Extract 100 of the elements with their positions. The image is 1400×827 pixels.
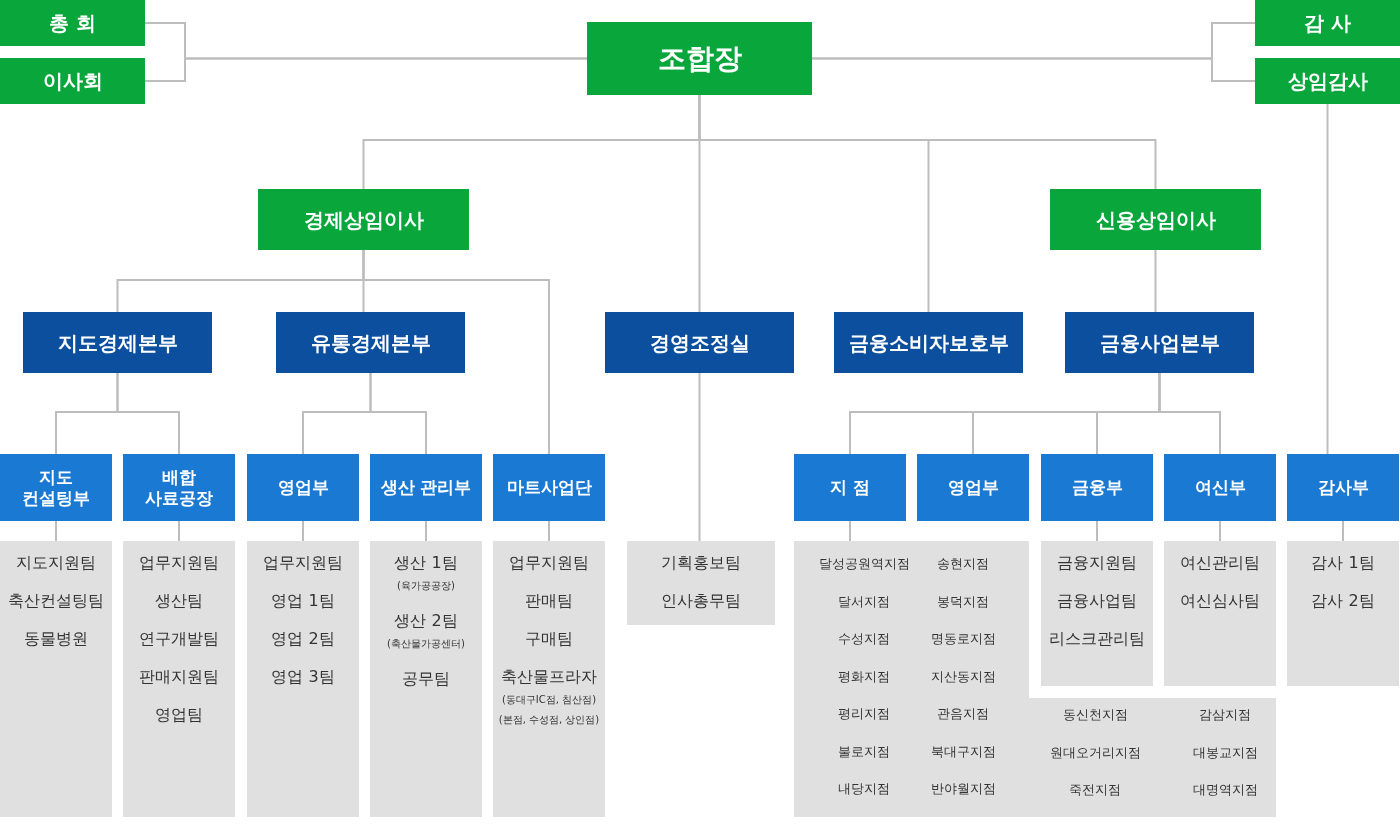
connector-line bbox=[1158, 372, 1221, 455]
connector-line bbox=[369, 372, 427, 455]
connector-line bbox=[1219, 520, 1221, 542]
connector-line bbox=[811, 57, 1256, 82]
branch-name: 평화지점 bbox=[838, 667, 890, 686]
connector-line bbox=[362, 249, 550, 455]
org-box: 생산 관리부 bbox=[370, 454, 482, 521]
org-box: 지도 컨설팅부 bbox=[0, 454, 112, 521]
team-name: 영업 2팀 bbox=[271, 629, 335, 650]
org-box: 금융부 bbox=[1041, 454, 1153, 521]
org-box: 마트사업단 bbox=[493, 454, 605, 521]
connector-line bbox=[144, 57, 588, 82]
team-name: 생산 1팀 bbox=[394, 553, 458, 574]
location-note: (육가공공장) bbox=[397, 579, 455, 593]
branch-name: 달성공원역지점 bbox=[818, 555, 910, 573]
team-panel bbox=[247, 541, 359, 817]
team-panel bbox=[627, 541, 775, 625]
connector-line bbox=[178, 520, 180, 542]
team-panel bbox=[1287, 541, 1399, 686]
connector-line bbox=[849, 520, 851, 542]
team-name: 영업팀 bbox=[155, 705, 203, 726]
org-box: 상임감사 bbox=[1255, 58, 1400, 104]
team-panel bbox=[0, 541, 112, 817]
branch-name: 동신천지점 bbox=[1062, 706, 1128, 724]
team-name: 판매팀 bbox=[525, 591, 573, 612]
connector-line bbox=[425, 520, 427, 542]
connector-line bbox=[698, 372, 701, 542]
org-box: 배합 사료공장 bbox=[123, 454, 235, 521]
branch-name: 북대구지점 bbox=[930, 742, 996, 761]
org-box: 지도경제본부 bbox=[23, 312, 212, 373]
team-name: 업무지원팀 bbox=[509, 553, 589, 574]
connector-line bbox=[1342, 520, 1344, 542]
team-name: 연구개발팀 bbox=[139, 629, 219, 650]
org-box: 감 사 bbox=[1255, 0, 1400, 46]
team-name: 생산 2팀 bbox=[394, 611, 458, 632]
branch-name: 지산동지점 bbox=[930, 667, 996, 686]
branch-panel bbox=[794, 541, 1276, 817]
branch-name: 평리지점 bbox=[838, 705, 890, 723]
branch-name: 봉덕지점 bbox=[937, 592, 989, 611]
team-name: 동물병원 bbox=[24, 629, 88, 650]
team-name: 축산물프라자 bbox=[501, 667, 597, 688]
location-note: (본점, 수성점, 상인점) bbox=[498, 713, 600, 727]
branch-name: 죽전지점 bbox=[1069, 781, 1121, 799]
team-name: 리스크관리팀 bbox=[1049, 629, 1145, 650]
team-name: 금융사업팀 bbox=[1057, 591, 1137, 612]
org-box: 유통경제본부 bbox=[276, 312, 465, 373]
team-panel bbox=[493, 541, 605, 817]
org-box: 여신부 bbox=[1164, 454, 1276, 521]
team-name: 업무지원팀 bbox=[139, 553, 219, 574]
org-box: 이사회 bbox=[0, 58, 145, 104]
team-name: 여신심사팀 bbox=[1180, 591, 1260, 612]
branch-name: 명동로지점 bbox=[930, 630, 996, 648]
team-name: 감사 2팀 bbox=[1311, 591, 1375, 612]
team-name: 생산팀 bbox=[155, 591, 203, 612]
connector-line bbox=[116, 372, 180, 455]
team-name: 기획홍보팀 bbox=[661, 553, 741, 574]
org-box: 감사부 bbox=[1287, 454, 1399, 521]
branch-name: 반야월지점 bbox=[930, 780, 996, 798]
connector-line bbox=[1096, 520, 1098, 542]
team-name: 판매지원팀 bbox=[139, 667, 219, 688]
team-name: 지도지원팀 bbox=[16, 553, 96, 574]
branch-name: 원대오거리지점 bbox=[1049, 743, 1141, 762]
location-note: (동대구IC점, 침산점) bbox=[501, 693, 597, 707]
org-box: 영업부 bbox=[247, 454, 359, 521]
connector-line bbox=[1326, 103, 1329, 455]
team-name: 영업 1팀 bbox=[271, 591, 335, 612]
team-panel bbox=[1164, 541, 1276, 686]
branch-name: 대명역지점 bbox=[1192, 781, 1258, 799]
branch-name: 달서지점 bbox=[838, 592, 890, 611]
org-box: 지 점 bbox=[794, 454, 906, 521]
org-box: 조합장 bbox=[587, 22, 812, 95]
branch-name: 송현지점 bbox=[937, 555, 989, 573]
team-name: 축산컨설팅팀 bbox=[8, 591, 104, 612]
org-box: 금융소비자보호부 bbox=[834, 312, 1023, 373]
team-name: 영업 3팀 bbox=[271, 667, 335, 688]
branch-name: 대봉교지점 bbox=[1192, 743, 1258, 762]
team-name: 감사 1팀 bbox=[1311, 553, 1375, 574]
branch-name: 감삼지점 bbox=[1199, 706, 1251, 724]
org-box: 경제상임이사 bbox=[258, 189, 469, 250]
connector-line bbox=[302, 520, 304, 542]
connector-line bbox=[548, 520, 550, 542]
branch-name: 수성지점 bbox=[838, 630, 890, 648]
connector-line bbox=[55, 520, 57, 542]
team-panel bbox=[370, 541, 482, 817]
location-note: (축산물가공센터) bbox=[387, 637, 465, 651]
org-box: 경영조정실 bbox=[605, 312, 794, 373]
branch-name: 관음지점 bbox=[937, 705, 989, 723]
team-name: 금융지원팀 bbox=[1057, 553, 1137, 574]
team-name: 공무팀 bbox=[402, 669, 450, 690]
team-name: 인사총무팀 bbox=[661, 591, 741, 612]
team-name: 업무지원팀 bbox=[263, 553, 343, 574]
team-panel bbox=[123, 541, 235, 817]
org-box: 금융사업본부 bbox=[1065, 312, 1254, 373]
team-panel bbox=[1041, 541, 1153, 686]
org-box: 총 회 bbox=[0, 0, 145, 46]
branch-name: 불로지점 bbox=[838, 742, 890, 761]
team-name: 여신관리팀 bbox=[1180, 553, 1260, 574]
team-name: 구매팀 bbox=[525, 629, 573, 650]
connector-line bbox=[1154, 249, 1157, 313]
org-box: 영업부 bbox=[917, 454, 1029, 521]
